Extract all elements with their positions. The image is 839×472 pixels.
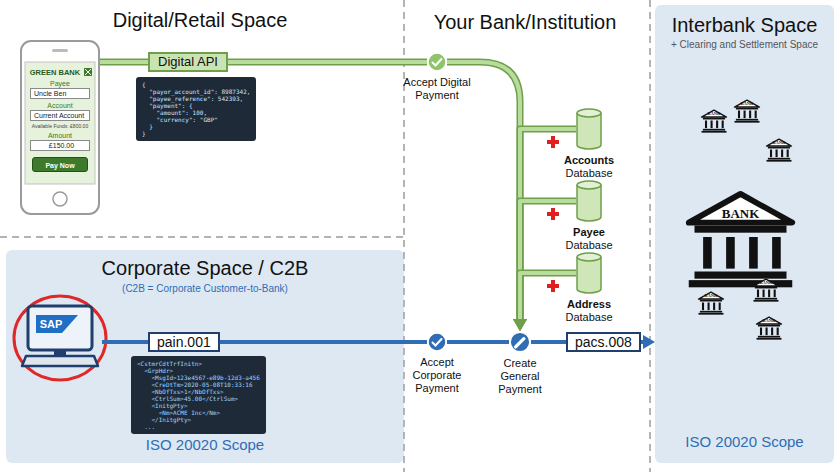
xml-code-block: <CstmrCdtTrfInitn> <GrpHdr> <MsgId>123e4… bbox=[131, 356, 266, 434]
caption-text: Accept Corporate Payment bbox=[402, 356, 472, 395]
flow-connector bbox=[447, 62, 527, 331]
code-line: <MsgId>123e4567-e89b-12d3-a456 bbox=[137, 374, 260, 381]
code-line: <GrpHdr> bbox=[137, 367, 260, 374]
database-cylinder: AddressDatabase bbox=[576, 252, 602, 294]
cylinder-shape bbox=[576, 180, 602, 222]
code-line: "amount": 100, bbox=[142, 109, 250, 116]
cylinder-shape bbox=[576, 252, 602, 294]
arrow-head bbox=[513, 319, 527, 331]
bank-sign: BANK bbox=[733, 102, 761, 107]
caption-text: Create General Payment bbox=[485, 357, 555, 396]
code-line: <InitgPty> bbox=[137, 402, 260, 409]
code-line: <CstmrCdtTrfInitn> bbox=[137, 360, 260, 367]
step-caption: Accept Corporate Payment bbox=[402, 356, 472, 395]
code-line: "payor_account_id": 8987342, bbox=[142, 88, 250, 95]
caption-text: Database bbox=[549, 311, 629, 324]
step-circle-shape bbox=[427, 52, 447, 72]
box-text: Digital API bbox=[158, 54, 218, 70]
step-caption: AddressDatabase bbox=[549, 298, 629, 324]
step-caption: AccountsDatabase bbox=[549, 154, 629, 180]
step-circle: Accept Digital Payment bbox=[427, 52, 447, 72]
step-circle-shape bbox=[509, 331, 531, 353]
sap-computer: SAP bbox=[18, 300, 102, 372]
band-text: ISO 20020 Scope bbox=[6, 436, 404, 454]
box-text: pain.001 bbox=[157, 334, 211, 350]
bank-sign: BANK bbox=[765, 141, 793, 146]
flow-connector bbox=[100, 62, 148, 63]
box-text: pacs.008 bbox=[575, 334, 632, 350]
computer-shape bbox=[18, 300, 102, 372]
arrow-head bbox=[513, 319, 527, 331]
step-caption: PayeeDatabase bbox=[549, 226, 629, 252]
bank-sign: BANK bbox=[683, 207, 798, 220]
step-circle-shape bbox=[427, 332, 447, 352]
code-line: <CtrlSum>45.00</CtrlSum> bbox=[137, 395, 260, 402]
flow-connector bbox=[228, 62, 427, 63]
arrow-head bbox=[513, 319, 527, 331]
flow-connector bbox=[531, 342, 566, 343]
input-field: Uncle Ben bbox=[30, 88, 90, 99]
json-code-block: { "payor_account_id": 8987342, "payee_re… bbox=[136, 77, 256, 141]
phone-text: GREEN BANK bbox=[26, 68, 84, 77]
band-text: (C2B = Corporate Customer-to-Bank) bbox=[6, 283, 404, 295]
code-line: <CreDtTm>2020-05-08T10:33:16 bbox=[137, 381, 260, 388]
code-line: { bbox=[142, 81, 250, 88]
code-line: ... bbox=[137, 423, 260, 430]
bank-sign: BANK bbox=[697, 294, 725, 299]
band-text: ISO 20020 Scope bbox=[655, 433, 834, 451]
caption-text: Database bbox=[549, 167, 629, 180]
section-title: Digital/Retail Space bbox=[60, 8, 340, 32]
phone-app: GREEN BANKPayeeUncle BenAccountCurrent A… bbox=[20, 40, 100, 215]
phone-text: Available Funds: £800.00 bbox=[25, 123, 95, 129]
section-title: Your Bank/Institution bbox=[410, 10, 640, 34]
interbank-band: Interbank Space + Clearing and Settlement… bbox=[655, 5, 834, 463]
database-cylinder: PayeeDatabase bbox=[576, 180, 602, 222]
plus-sign bbox=[547, 136, 559, 292]
bank-sign: BANK bbox=[755, 319, 783, 324]
caption-text: Accounts bbox=[549, 154, 629, 167]
band-text: Interbank Space bbox=[655, 13, 834, 37]
message-box: pacs.008 bbox=[566, 332, 641, 352]
code-line: } bbox=[142, 123, 250, 130]
band-text: + Clearing and Settlement Space bbox=[655, 39, 834, 51]
code-line: <Nm>ACME Inc</Nm> bbox=[137, 409, 260, 416]
code-line: } bbox=[142, 130, 250, 137]
api-box: Digital API bbox=[148, 52, 228, 72]
step-caption: Accept Digital Payment bbox=[402, 76, 472, 102]
code-line: "payment": { bbox=[142, 102, 250, 109]
caption-text: Database bbox=[549, 239, 629, 252]
bank-sign: BANK bbox=[700, 112, 728, 117]
code-line: "payee_reference": 542393, bbox=[142, 95, 250, 102]
corporate-band: Corporate Space / C2B (C2B = Corporate Cu… bbox=[6, 250, 404, 463]
flow-connector bbox=[102, 342, 148, 343]
caption-text: Address bbox=[549, 298, 629, 311]
bank-sign: BANK bbox=[752, 281, 780, 286]
input-field: £150.00 bbox=[30, 140, 90, 151]
step-circle: Accept Corporate Payment bbox=[427, 332, 447, 352]
caption-text: Accept Digital Payment bbox=[402, 76, 472, 102]
code-line: "currency": "GBP" bbox=[142, 116, 250, 123]
cylinder-shape bbox=[576, 108, 602, 150]
arrow-head bbox=[513, 319, 527, 331]
flow-connector bbox=[641, 335, 655, 349]
logo-text: SAP bbox=[36, 318, 66, 330]
pay-button: Pay Now bbox=[32, 157, 88, 172]
message-box: pain.001 bbox=[148, 332, 220, 352]
arrow-head bbox=[643, 335, 655, 349]
step-caption: Create General Payment bbox=[485, 357, 555, 396]
caption-text: Payee bbox=[549, 226, 629, 239]
code-line: </InitgPty> bbox=[137, 416, 260, 423]
input-field: Current Account bbox=[30, 110, 90, 121]
step-circle: Create General Payment bbox=[509, 331, 531, 353]
database-cylinder: AccountsDatabase bbox=[576, 108, 602, 150]
flow-connector bbox=[220, 342, 427, 343]
code-line: <NbOfTxs>1</NbOfTxs> bbox=[137, 388, 260, 395]
section-divider bbox=[0, 0, 650, 472]
flow-connector bbox=[447, 342, 509, 343]
band-text: Corporate Space / C2B bbox=[6, 256, 404, 280]
